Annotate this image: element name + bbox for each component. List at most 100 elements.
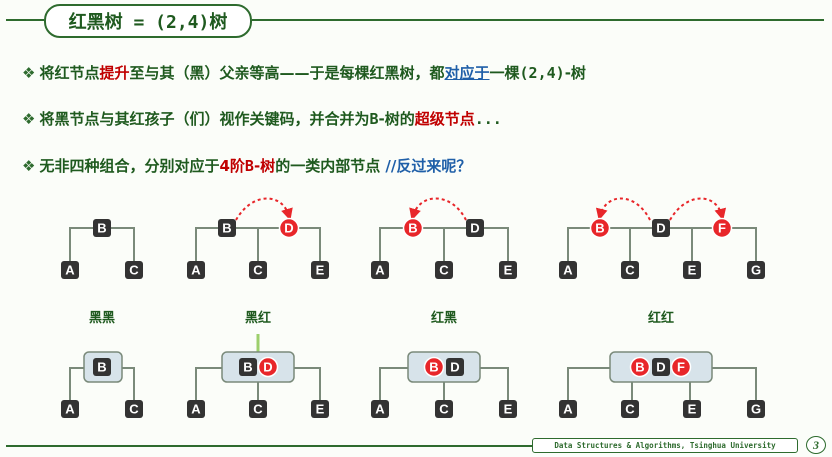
node-label-C: C — [439, 263, 449, 278]
leaf-node-E — [683, 400, 701, 418]
red-node-B — [589, 217, 611, 239]
bullet-text-segment: 对应于 — [444, 64, 490, 82]
slide-title: 红黑树 = (2,4)树 — [68, 12, 228, 33]
node-label-D: D — [450, 360, 459, 375]
node-label-C: C — [625, 263, 635, 278]
bullet-text-segment: ... — [474, 110, 502, 128]
node-label-A: A — [191, 263, 201, 278]
leaf-node-E — [311, 261, 329, 279]
node-label-E: E — [688, 263, 697, 278]
combination-label: 黑红 — [245, 310, 271, 326]
leaf-node-C — [125, 400, 143, 418]
node-label-A: A — [563, 263, 573, 278]
page-number: 3 — [806, 436, 826, 454]
node-label-B: B — [595, 221, 604, 236]
leaf-node-C — [621, 261, 639, 279]
red-node-D — [257, 356, 279, 378]
super-node-red-black — [379, 351, 509, 402]
node-label-D: D — [470, 221, 479, 236]
node-label-C: C — [439, 402, 449, 417]
node-label-A: A — [65, 263, 75, 278]
red-node-B — [629, 356, 651, 378]
bullet-text-segment: 4 — [219, 157, 230, 175]
leaf-node-C — [435, 261, 453, 279]
bullet-text-segment: (2,4) — [519, 64, 565, 82]
red-node-F — [711, 217, 733, 239]
bullet-text-segment: 一棵 — [489, 64, 520, 82]
node-label-B: B — [222, 221, 231, 236]
leaf-node-A — [61, 261, 79, 279]
node-label-D: D — [656, 221, 665, 236]
bullet-text-segment: 将红节点 — [39, 64, 100, 82]
leaf-node-E — [499, 400, 517, 418]
leaf-node-E — [311, 400, 329, 418]
bullet-text-segment: 阶 — [229, 157, 245, 175]
bullet-text-segment: -树 — [253, 157, 276, 175]
node-label-D: D — [284, 221, 293, 236]
black-node-D — [446, 358, 464, 376]
bullet-text-segment: B — [244, 157, 254, 175]
bullet-3: ❖无非四种组合，分别对应于4阶B-树的一类内部节点 //反过来呢？ — [22, 155, 471, 176]
bullet-text-segment: 超级节点 — [414, 110, 475, 128]
leaf-node-A — [371, 400, 389, 418]
bullet-text-segment: -树 — [564, 64, 586, 82]
node-label-C: C — [129, 402, 139, 417]
node-label-D: D — [656, 360, 665, 375]
title-rule-left — [6, 19, 44, 21]
black-node-B — [239, 358, 257, 376]
node-label-C: C — [129, 263, 139, 278]
diamond-bullet-icon: ❖ — [22, 157, 36, 175]
node-label-E: E — [316, 402, 325, 417]
leaf-node-A — [559, 261, 577, 279]
node-label-A: A — [375, 402, 385, 417]
node-label-E: E — [316, 263, 325, 278]
bullet-text-segment: 将黑节点与其红孩子（们）视作关键码，并合并为 — [39, 110, 370, 128]
diamond-bullet-icon: ❖ — [22, 64, 36, 82]
title-rule — [252, 19, 824, 21]
rb-tree-red-black — [379, 197, 509, 262]
leaf-node-A — [371, 261, 389, 279]
combination-label: 红红 — [648, 310, 674, 326]
node-label-B: B — [243, 360, 252, 375]
leaf-node-A — [559, 400, 577, 418]
footer-credit: Data Structures & Algorithms, Tsinghua U… — [532, 438, 798, 453]
leaf-node-E — [683, 261, 701, 279]
node-label-A: A — [65, 402, 75, 417]
node-label-D: D — [263, 360, 272, 375]
leaf-node-C — [621, 400, 639, 418]
bullet-2: ❖将黑节点与其红孩子（们）视作关键码，并合并为B-树的超级节点... — [22, 108, 502, 129]
node-label-C: C — [625, 402, 635, 417]
red-node-D — [278, 217, 300, 239]
black-node-D — [652, 219, 670, 237]
bullet-text-segment: 的一类内部节点 — [275, 157, 386, 175]
bullet-text-segment: -树的 — [378, 110, 415, 128]
leaf-node-C — [249, 400, 267, 418]
node-label-E: E — [504, 402, 513, 417]
black-node-D — [466, 219, 484, 237]
leaf-node-E — [499, 261, 517, 279]
black-node-B — [218, 219, 236, 237]
leaf-node-C — [249, 261, 267, 279]
leaf-node-A — [187, 400, 205, 418]
node-label-B: B — [408, 221, 417, 236]
leaf-node-G — [747, 400, 765, 418]
bullet-text-segment: B — [369, 110, 379, 128]
bullet-text-segment: 至与其（黑）父亲等高——于是每棵红黑树，都 — [129, 64, 445, 82]
combination-label: 黑黑 — [89, 311, 115, 326]
red-node-B — [402, 217, 424, 239]
node-label-B: B — [97, 221, 106, 236]
node-label-E: E — [504, 263, 513, 278]
node-label-C: C — [253, 402, 263, 417]
node-label-A: A — [191, 402, 201, 417]
leaf-node-G — [747, 261, 765, 279]
node-label-B: B — [97, 360, 106, 375]
node-label-A: A — [375, 263, 385, 278]
rb-tree-black-red — [195, 197, 321, 262]
node-label-B: B — [635, 360, 644, 375]
diamond-bullet-icon: ❖ — [22, 110, 36, 128]
node-label-G: G — [751, 402, 761, 417]
node-label-G: G — [751, 263, 761, 278]
node-label-F: F — [677, 360, 685, 375]
node-label-B: B — [429, 360, 438, 375]
